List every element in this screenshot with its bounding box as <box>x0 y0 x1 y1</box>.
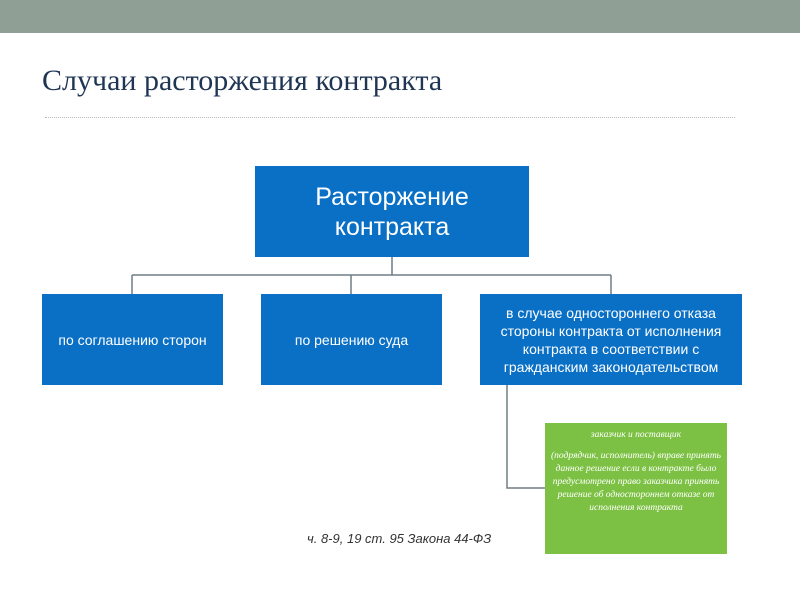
title-divider <box>45 117 735 118</box>
note-node: заказчик и поставщик (подрядчик, исполни… <box>545 423 727 554</box>
child-node-agreement: по соглашению сторон <box>42 294 223 385</box>
root-node: Расторжение контракта <box>255 166 529 257</box>
note-line-1: заказчик и поставщик <box>590 430 682 440</box>
law-reference: ч. 8-9, 19 ст. 95 Закона 44-ФЗ <box>307 531 492 546</box>
child-node-unilateral: в случае одностороннего отказа стороны к… <box>480 294 742 385</box>
note-line-2: (подрядчик, исполнитель) вправе принять … <box>551 451 721 513</box>
header-bar <box>0 0 800 33</box>
slide-title: Случаи расторжения контракта <box>42 64 443 97</box>
connector-to-note <box>506 385 545 489</box>
child-node-court: по решению суда <box>261 294 442 385</box>
